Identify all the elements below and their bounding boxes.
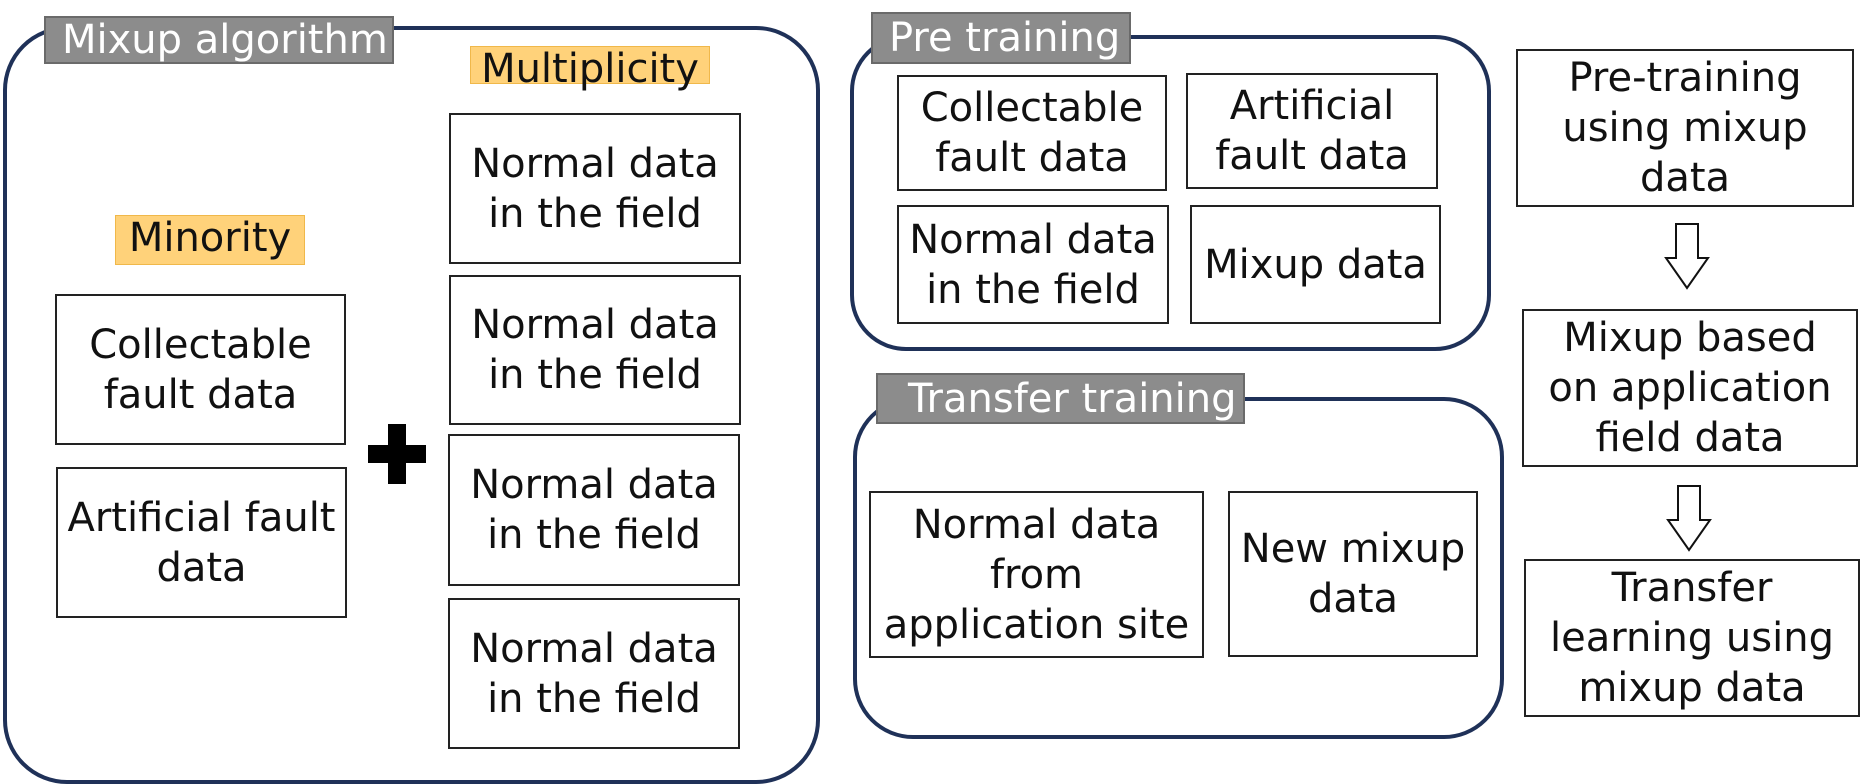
normal-data-box: Normal data in the field [448, 598, 740, 749]
minority-label: Minority [115, 215, 305, 265]
collectable-fault-box: Collectable fault data [55, 294, 346, 445]
normal-data-box: Normal data in the field [449, 275, 741, 425]
multiplicity-label: Multiplicity [470, 46, 710, 91]
flow-transfer-learning-box: Transfer learning using mixup data [1524, 559, 1860, 717]
normal-data-box: Normal data in the field [448, 434, 740, 586]
down-arrow-icon [1666, 485, 1712, 552]
artificial-fault-box: Artificial fault data [56, 467, 347, 618]
mixup-title: Mixup algorithm [44, 16, 394, 64]
new-mixup-data-box: New mixup data [1228, 491, 1478, 657]
down-arrow-icon [1664, 223, 1710, 290]
pre-training-title: Pre training [871, 12, 1131, 64]
pre-artificial-fault-box: Artificial fault data [1186, 73, 1438, 189]
flow-mixup-field-box: Mixup based on application field data [1522, 309, 1858, 467]
pre-mixup-data-box: Mixup data [1190, 205, 1441, 324]
normal-data-box: Normal data in the field [449, 113, 741, 264]
flow-pre-training-box: Pre-training using mixup data [1516, 49, 1854, 207]
pre-collectable-fault-box: Collectable fault data [897, 75, 1167, 191]
transfer-normal-data-box: Normal data from application site [869, 491, 1204, 658]
transfer-training-title: Transfer training [876, 373, 1245, 424]
pre-normal-data-box: Normal data in the field [897, 205, 1169, 324]
plus-icon [368, 424, 426, 484]
